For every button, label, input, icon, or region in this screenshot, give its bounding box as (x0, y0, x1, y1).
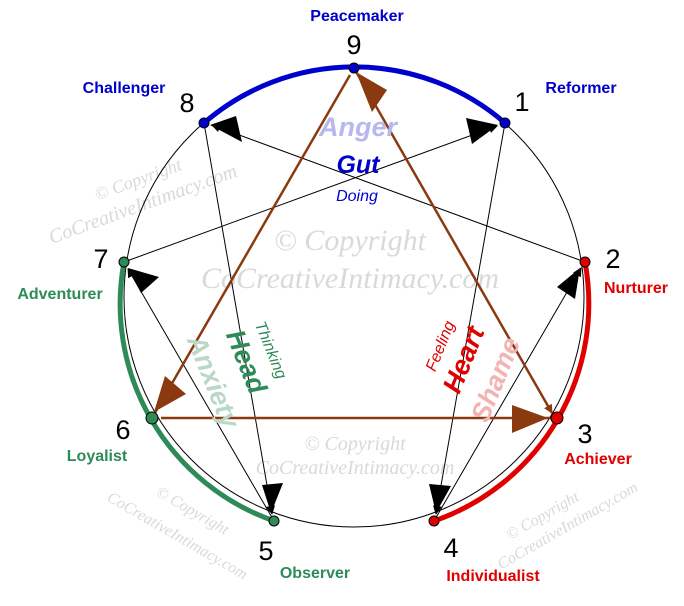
arrowhead-to-2 (557, 268, 580, 299)
node-number-1: 1 (514, 87, 529, 117)
node-number-6: 6 (115, 415, 130, 445)
line-7-to-1 (123, 124, 498, 263)
node-number-7: 7 (93, 244, 108, 274)
type-labels: Peacemaker Reformer Nurturer Achiever In… (17, 8, 668, 585)
watermark-center-line1: © Copyright (274, 224, 427, 257)
node-number-4: 4 (443, 533, 458, 563)
line-6-to-9 (150, 74, 352, 419)
node-number-3: 3 (577, 419, 592, 449)
arrowhead-to-3 (512, 405, 548, 433)
node-dot-9 (348, 62, 360, 74)
gut-center-labels: Anger Gut Doing (318, 112, 399, 205)
line-4-to-2 (433, 267, 582, 522)
node-dot-4 (428, 515, 440, 527)
arrowhead-to-5 (262, 483, 283, 513)
line-8-to-5 (203, 122, 276, 515)
type-label-challenger: Challenger (83, 80, 166, 97)
type-label-adventurer: Adventurer (17, 286, 102, 303)
heart-center-labels: Feeling Heart Shame (423, 319, 526, 427)
line-1-to-4 (432, 122, 506, 515)
node-dot-7 (118, 256, 130, 268)
node-number-5: 5 (258, 536, 273, 566)
arrowhead-to-9 (356, 72, 387, 112)
line-2-to-8 (211, 123, 586, 263)
watermark-bottom-center-line1: © Copyright (304, 433, 406, 455)
hexad-lines (123, 122, 586, 522)
node-dot-5 (268, 515, 280, 527)
node-dot-2 (579, 256, 591, 268)
gut-verb-label: Doing (336, 188, 378, 205)
watermark-center-line2: CoCreativeIntimacy.com (201, 262, 499, 295)
arrowhead-to-7 (128, 268, 159, 293)
inner-triangle (150, 67, 557, 420)
node-numbers: 9 1 2 3 4 5 6 7 8 (93, 30, 620, 566)
type-label-achiever: Achiever (564, 451, 632, 468)
gut-emotion-label: Anger (318, 112, 399, 142)
node-dot-3 (550, 411, 564, 425)
arrowhead-to-1 (466, 118, 498, 144)
type-label-observer: Observer (280, 565, 350, 582)
node-number-2: 2 (605, 244, 620, 274)
line-5-to-7 (127, 268, 275, 522)
gut-title-label: Gut (336, 151, 381, 179)
node-dot-8 (198, 117, 210, 129)
type-label-loyalist: Loyalist (67, 448, 128, 465)
arrowhead-to-4 (429, 484, 451, 513)
node-number-8: 8 (179, 88, 194, 118)
node-dot-1 (499, 117, 511, 129)
node-dot-6 (145, 411, 159, 425)
watermark-bottom-center-line2: CoCreativeIntimacy.com (256, 457, 455, 479)
type-label-reformer: Reformer (545, 80, 616, 97)
arrowhead-to-8 (210, 116, 242, 142)
type-label-nurturer: Nurturer (604, 280, 668, 297)
type-label-individualist: Individualist (446, 568, 540, 585)
line-9-to-3 (352, 67, 554, 414)
type-label-peacemaker: Peacemaker (310, 8, 403, 25)
node-dots (118, 62, 591, 527)
node-number-9: 9 (346, 30, 361, 60)
arrowhead-to-6 (154, 376, 186, 412)
